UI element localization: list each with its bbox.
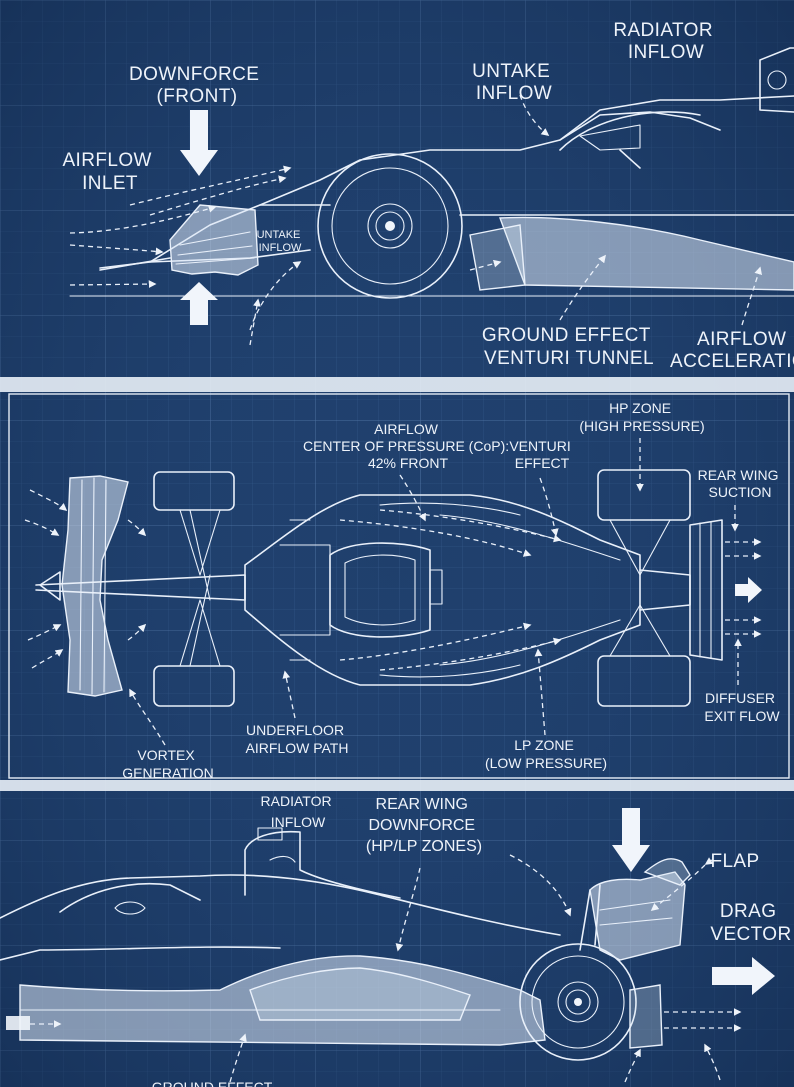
label-drag-vector: DRAG VECTOR	[710, 901, 791, 945]
top-airflow-streams	[24, 489, 762, 671]
rear-downforce-arrow	[612, 808, 650, 872]
top-rear-wheel-right	[597, 655, 691, 707]
label-cop: AIRFLOW CENTER OF PRESSURE (CoP): 42% FR…	[303, 421, 513, 471]
top-cockpit	[329, 542, 431, 638]
front-airflow-streams	[69, 94, 762, 346]
drag-vector-arrow	[712, 957, 775, 995]
label-vortex: VORTEX GENERATION	[122, 747, 214, 781]
top-exit-arrow	[735, 577, 762, 603]
panel-side-front: DOWNFORCE (FRONT) AIRFLOW INLET UNTAKE I…	[62, 20, 794, 372]
label-radiator-inflow-rear: RADIATOR INFLOW	[261, 793, 336, 830]
top-rear-wheel-left	[597, 469, 691, 521]
label-flap: FLAP	[710, 851, 759, 872]
rear-wing-flap	[643, 858, 691, 886]
label-venturi-effect: VENTURI EFFECT	[509, 438, 574, 471]
front-wing-endplate	[169, 204, 259, 276]
airbox-intake	[759, 47, 794, 113]
label-diffuser-exit: DIFFUSER EXIT FLOW	[704, 690, 780, 724]
rear-airbox	[244, 830, 401, 899]
top-front-wing	[61, 475, 129, 697]
label-ground-effect: GROUND EFFECT VENTURI TUNNEL	[482, 325, 656, 369]
label-untake-inflow-small: UNTAKE INFLOW	[257, 229, 304, 254]
panel-top-view: AIRFLOW CENTER OF PRESSURE (CoP): 42% FR…	[24, 400, 783, 781]
label-airflow-inlet: AIRFLOW INLET	[62, 150, 157, 194]
label-rear-wing-suction: REAR WING SUCTION	[698, 467, 783, 500]
label-hp-zone: HP ZONE (HIGH PRESSURE)	[579, 400, 704, 434]
label-downforce-front: DOWNFORCE (FRONT)	[129, 64, 265, 107]
top-front-wheel-left	[153, 471, 235, 511]
rear-car-body	[0, 874, 561, 936]
label-untake-inflow-top: UNTAKE INFLOW	[472, 61, 556, 104]
panel-side-rear: RADIATOR INFLOW REAR WING DOWNFORCE (HP/…	[0, 793, 791, 1087]
venturi-tunnel-floor	[499, 216, 794, 291]
top-front-wheel-right	[153, 665, 235, 707]
label-ground-effect-rear: GROUND EFFECT	[152, 1079, 273, 1087]
label-rear-wing-downforce: REAR WING DOWNFORCE (HP/LP ZONES)	[366, 796, 482, 855]
label-lp-zone: LP ZONE (LOW PRESSURE)	[485, 737, 607, 771]
rear-wheel	[519, 943, 637, 1061]
top-leader-lines	[129, 438, 742, 746]
rear-airflow-streams	[30, 854, 742, 1083]
label-airflow-acceleration: AIRFLOW ACCELERATIO	[670, 329, 794, 372]
rear-wing-main	[589, 871, 686, 961]
top-car-body	[244, 494, 641, 686]
label-radiator-inflow: RADIATOR INFLOW	[613, 20, 718, 63]
panel-frames	[0, 377, 794, 791]
front-wheel	[317, 153, 463, 299]
downforce-arrow-down	[180, 110, 218, 176]
label-underfloor: UNDERFLOOR AIRFLOW PATH	[246, 722, 349, 756]
downforce-arrow-up	[180, 282, 218, 325]
